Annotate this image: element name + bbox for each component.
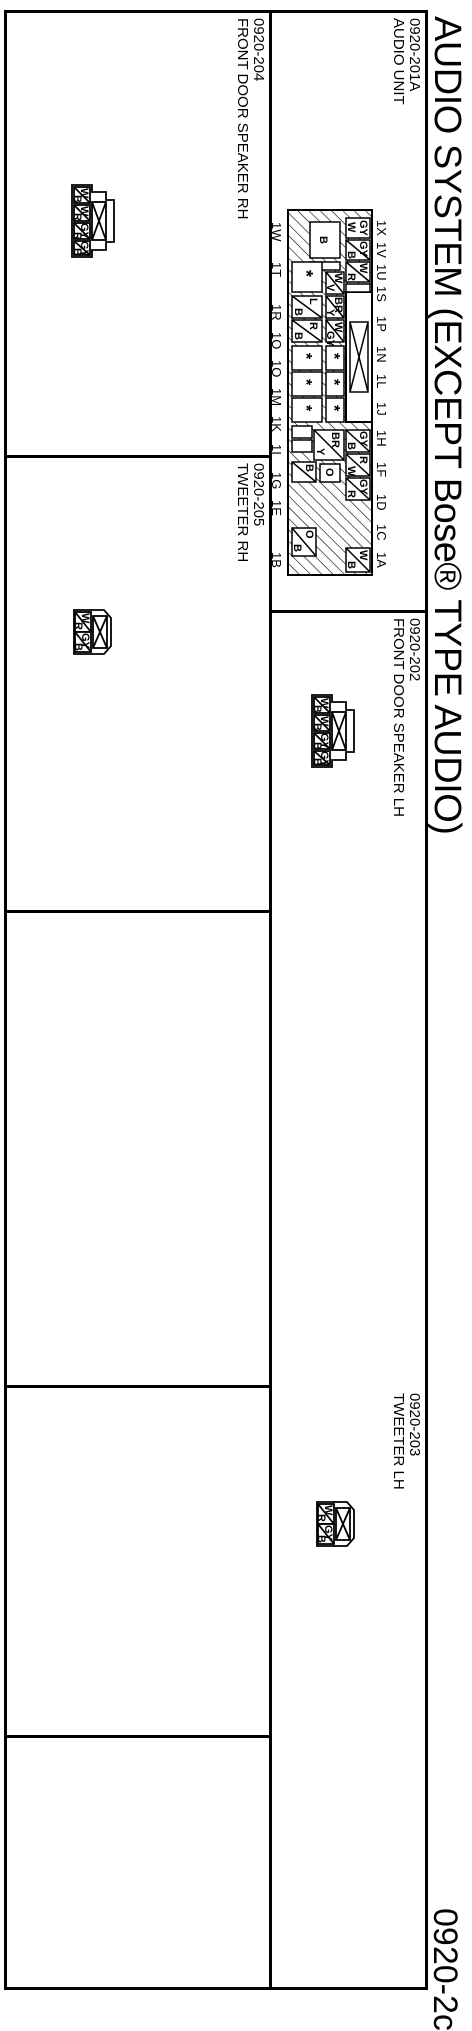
wire-1l-br: BR <box>329 432 341 448</box>
wire-bottom-b2: B <box>291 544 303 552</box>
trh-pin1-bot: R <box>72 622 84 630</box>
wire-1c-r: R <box>345 490 357 498</box>
pin-1m: 1M <box>269 388 284 406</box>
pin-1c: 1C <box>374 524 389 541</box>
bottom-pin-numbers: 1W 1T 1R 1Q 1O 1M 1K 1I 1G 1E 1B <box>269 222 284 568</box>
wire-1x-gy: GY <box>357 220 369 237</box>
pin-1g: 1G <box>269 472 284 489</box>
trh-pin1-top: W <box>79 613 91 624</box>
lh-pin1-top: W <box>318 698 330 709</box>
pin-1a: 1A <box>374 552 389 568</box>
wire-bottom-o2: O <box>303 530 315 539</box>
pin-1v: 1V <box>374 242 389 258</box>
wire-mid-br: BR <box>332 297 344 313</box>
trh-pin2-top: GY <box>79 633 91 650</box>
rh-pin3-top: GY <box>78 223 90 240</box>
trh-pin2-bot: B <box>72 643 84 651</box>
wire-1s-v: V <box>324 284 336 292</box>
tlh-pin2-top: GY <box>322 1525 334 1542</box>
pin-1l: 1L <box>374 374 389 388</box>
lh-pin3-bot: B <box>311 742 323 750</box>
pin-1x: 1X <box>374 220 389 236</box>
pin-1e: 1E <box>269 500 284 516</box>
pin-1s: 1S <box>374 286 389 302</box>
lh-pin1-bot: B <box>311 705 323 713</box>
middle-row-cavities: B W V BR Y W GY * * * BR Y O <box>309 221 345 483</box>
tlh-pin1-top: W <box>322 1505 334 1516</box>
bottom-row-cavities: * L B R B * * * B O B <box>291 261 323 557</box>
wire-bottom-b1: B <box>303 464 315 472</box>
rh-pin4-bot: B <box>71 248 83 256</box>
wire-1d-w: W <box>345 466 357 477</box>
lh-pin4-top: GY <box>318 751 330 768</box>
pin-1b: 1B <box>269 552 284 568</box>
wire-mid-y: Y <box>324 309 336 317</box>
pin-1k: 1K <box>269 416 284 432</box>
pin-1j: 1J <box>374 402 389 416</box>
wire-star: * <box>297 353 314 360</box>
front-door-speaker-rh-connector: W B W R GY R GY B <box>71 184 115 258</box>
wire-star: * <box>296 270 316 277</box>
pin-1h: 1H <box>374 430 389 447</box>
wire-1l-o: O <box>323 468 335 477</box>
pin-1o: 1O <box>269 360 284 377</box>
pin-1i: 1I <box>269 444 284 455</box>
wire-1l-l: L <box>307 298 319 305</box>
wire-1d-r: R <box>357 456 369 464</box>
wire-1q-b: B <box>292 332 304 340</box>
wire-1u-r: R <box>345 273 357 281</box>
wire-big-b: B <box>317 236 329 244</box>
wire-1s-w: W <box>332 273 344 284</box>
wire-star: * <box>325 353 342 360</box>
pin-1t: 1T <box>269 262 284 277</box>
audio-unit-key-cross <box>349 321 369 393</box>
wire-1l-y: Y <box>314 448 326 456</box>
tlh-pin2-bot: B <box>315 1535 327 1543</box>
rh-pin3-bot: R <box>71 232 83 240</box>
wire-star: * <box>325 405 342 412</box>
wire-star: * <box>325 379 342 386</box>
wire-1c-gy: GY <box>357 479 369 496</box>
rh-pin1-bot: B <box>71 195 83 203</box>
wire-1v-b: B <box>345 251 357 259</box>
pin-1d: 1D <box>374 494 389 511</box>
lh-pin2-bot: B <box>311 723 323 731</box>
wire-star: * <box>297 405 314 412</box>
top-row-cavities: GY W GY B W R GY B R W GY R W <box>345 217 371 573</box>
pin-1u: 1U <box>374 264 389 281</box>
lh-pin4-bot: B <box>311 758 323 766</box>
pin-1q: 1Q <box>269 332 284 349</box>
wire-1j-gy: GY <box>324 331 336 348</box>
front-door-speaker-lh-connector: W B W B GY B GY B <box>311 694 355 768</box>
wire-1l-b: B <box>292 308 304 316</box>
tweeter-rh-connector: W R GY B <box>72 609 112 655</box>
rh-pin2-top: W <box>78 206 90 217</box>
wire-1f-b: B <box>345 442 357 450</box>
rh-pin1-top: W <box>78 188 90 199</box>
wire-1x-w: W <box>345 222 357 233</box>
wire-1a-b: B <box>345 561 357 569</box>
rh-pin4-top: GY <box>78 241 90 258</box>
pin-1p: 1P <box>374 316 389 332</box>
tlh-pin1-bot: R <box>315 1514 327 1522</box>
wire-1a-w: W <box>357 550 369 561</box>
wire-1f-gy: GY <box>357 431 369 448</box>
top-pin-numbers: 1X 1V 1U 1S 1P 1N 1L 1J 1H 1F 1D 1C 1A <box>374 220 389 568</box>
pin-1f: 1F <box>374 462 389 477</box>
rh-pin2-bot: R <box>71 213 83 221</box>
tweeter-lh-connector: W R GY B <box>315 1501 355 1547</box>
audio-unit-key-mark <box>349 321 369 393</box>
wire-mid-r: R <box>307 322 319 330</box>
wire-1v-gy: GY <box>357 241 369 258</box>
lh-pin3-top: GY <box>318 733 330 750</box>
pin-1r: 1R <box>269 304 284 321</box>
wire-1u-w: W <box>357 263 369 274</box>
wire-1j-w: W <box>332 322 344 333</box>
lh-pin2-top: W <box>318 716 330 727</box>
wire-star: * <box>297 379 314 386</box>
pin-1w: 1W <box>269 222 284 242</box>
pin-1n: 1N <box>374 346 389 363</box>
